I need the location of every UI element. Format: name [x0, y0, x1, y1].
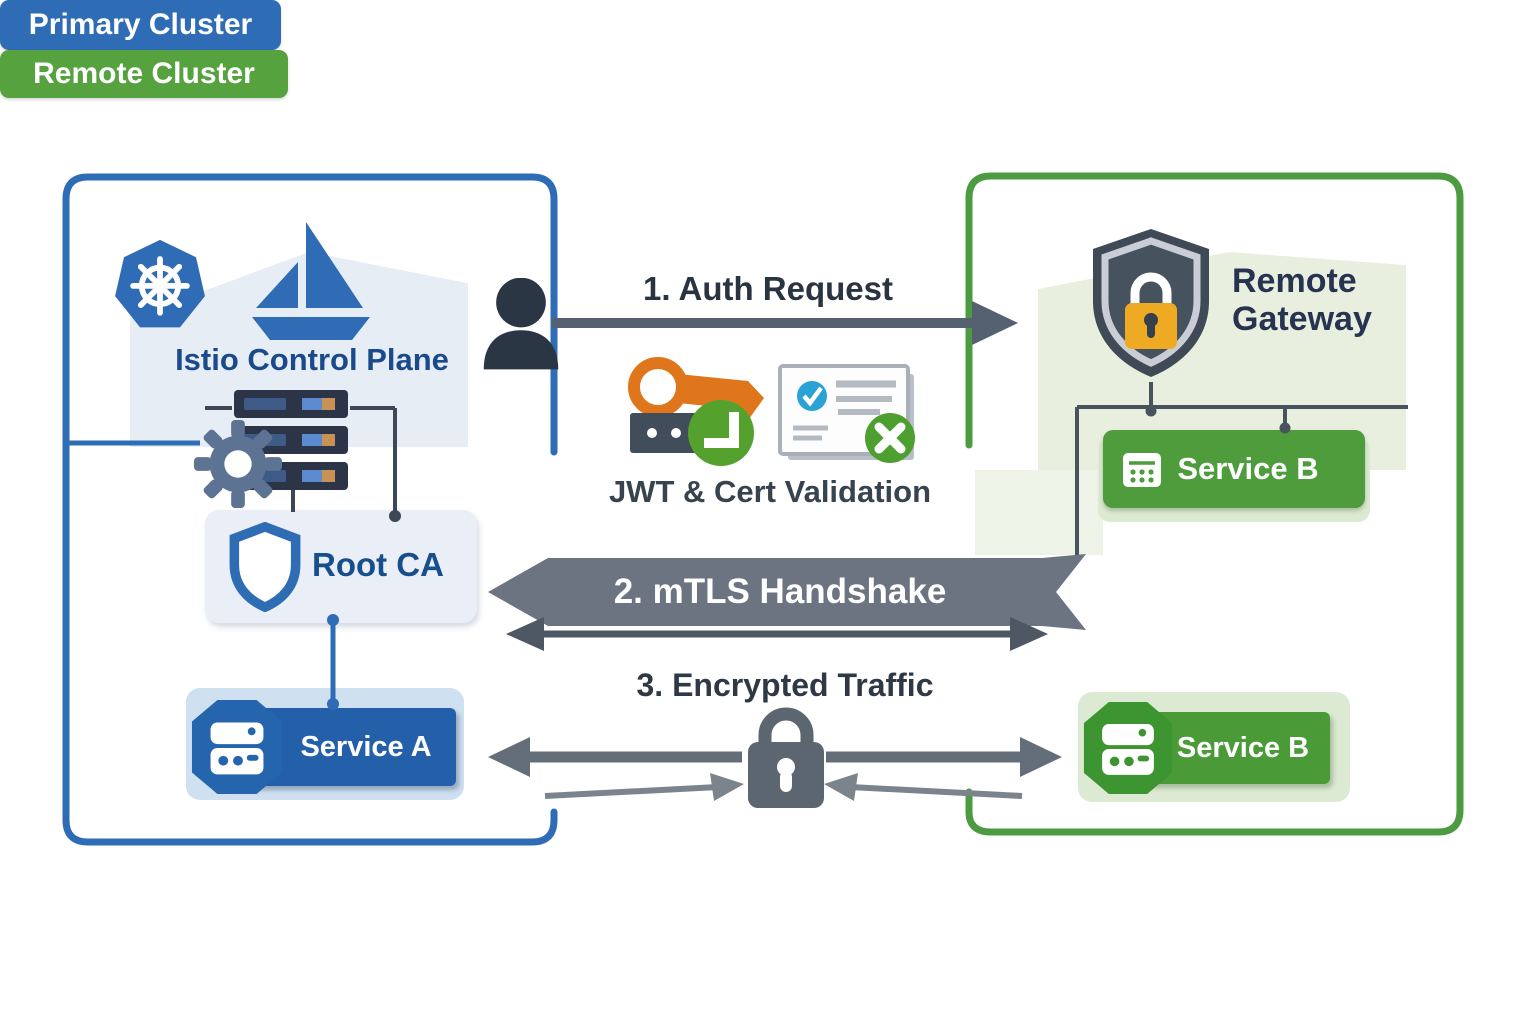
padlock-icon: [748, 707, 824, 808]
token-icon: [630, 413, 720, 453]
key-icon: [628, 357, 764, 426]
service-a-node-icon: [191, 700, 283, 794]
auth-request-label: 1. Auth Request: [643, 270, 893, 307]
check-badge-icon: [797, 381, 827, 411]
service-b-node-icon: [1083, 702, 1173, 794]
jwt-cert-validation-label: JWT & Cert Validation: [608, 474, 932, 509]
remote-cluster-label-text: Remote Cluster: [33, 57, 255, 90]
service-a-label: Service A: [300, 730, 432, 763]
primary-cluster-label-text: Primary Cluster: [28, 8, 253, 41]
encrypted-traffic-arrows: [488, 737, 1062, 801]
istio-sailboat-icon: [252, 222, 370, 340]
service-b-bottom-label: Service B: [1176, 731, 1310, 764]
gear-icon: [194, 420, 282, 508]
root-ca-shield-icon: [229, 522, 301, 612]
x-badge-icon: [865, 413, 915, 463]
remote-cluster-label: Remote Cluster: [0, 50, 288, 98]
kubernetes-icon: [115, 239, 205, 328]
mtls-handshake-label: 2. mTLS Handshake: [613, 572, 947, 611]
service-b-grid-icon: [1123, 453, 1161, 487]
encrypted-traffic-label: 3. Encrypted Traffic: [636, 667, 934, 703]
service-b-top-label: Service B: [1177, 451, 1319, 486]
gateway-shield-lock-icon: [1093, 229, 1209, 377]
gateway-label: Remote Gateway: [1232, 262, 1372, 339]
certificate-icon: [778, 364, 915, 463]
root-ca-label: Root CA: [312, 546, 444, 583]
istio-title: Istio Control Plane: [175, 342, 449, 377]
mtls-arrowhead-left: [506, 617, 544, 651]
clock-badge-icon: [688, 400, 754, 466]
mtls-arrowhead-right: [1010, 617, 1048, 651]
primary-cluster-label: Primary Cluster: [0, 0, 281, 50]
